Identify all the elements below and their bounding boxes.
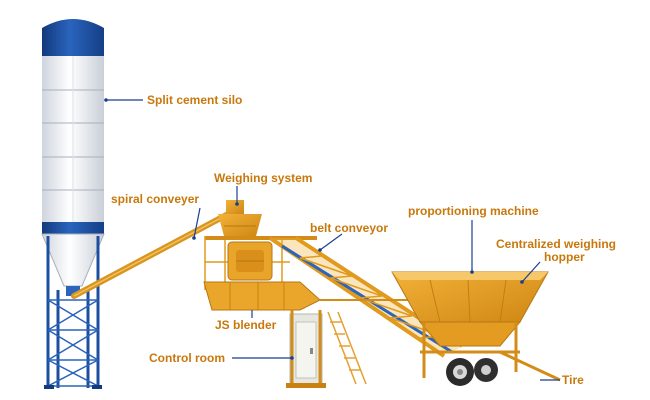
proportioning-machine [391, 271, 561, 382]
label-proportioning-machine: proportioning machine [408, 204, 539, 218]
label-centralized-weighing: Centralized weighing [496, 237, 616, 251]
cement-silo [41, 19, 105, 389]
mixer-tower [203, 214, 367, 388]
label-control-room: Control room [149, 351, 225, 365]
tire [446, 358, 498, 386]
leader-dots [104, 98, 524, 360]
label-belt-conveyor: belt conveyor [310, 221, 388, 235]
label-hopper: hopper [544, 250, 585, 264]
spiral-conveyer [71, 200, 244, 299]
label-split-cement-silo: Split cement silo [147, 93, 242, 107]
label-spiral-conveyer: spiral conveyer [111, 192, 199, 206]
label-js-blender: JS blender [215, 318, 277, 332]
leader-lines [106, 99, 560, 381]
label-tire: Tire [562, 373, 584, 387]
label-weighing-system: Weighing system [214, 171, 312, 185]
